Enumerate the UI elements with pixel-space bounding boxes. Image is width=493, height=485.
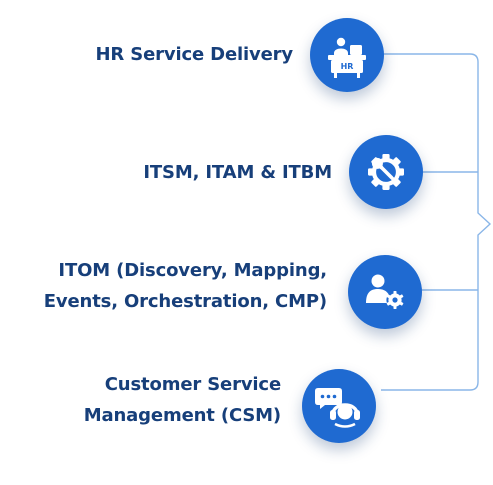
gear-wrench-icon (349, 135, 423, 209)
hr-badge-text: HR (341, 62, 354, 71)
item-label: ITOM (Discovery, Mapping, Events, Orches… (43, 260, 327, 312)
headset-chat-icon (302, 369, 376, 443)
hr-desk-icon: HR (310, 18, 384, 92)
item-label: Customer Service Management (CSM) (83, 374, 281, 426)
item-label: ITSM, ITAM & ITBM (143, 162, 332, 183)
item-itom: ITOM (Discovery, Mapping, Events, Orches… (0, 255, 493, 329)
item-customer-service-management: Customer Service Management (CSM) (0, 366, 493, 443)
item-label: HR Service Delivery (95, 44, 294, 65)
item-itsm-itam-itbm: ITSM, ITAM & ITBM (0, 135, 493, 209)
user-gear-icon (348, 255, 422, 329)
item-hr-service-delivery: HR Service Delivery HR (0, 18, 493, 92)
